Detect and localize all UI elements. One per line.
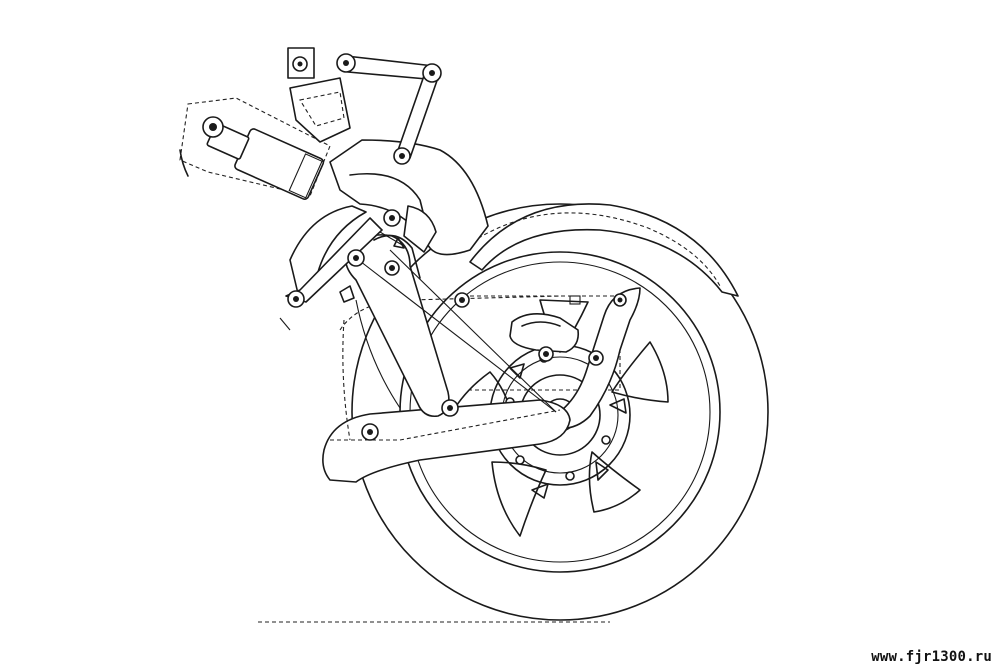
upper-mount bbox=[287, 47, 351, 143]
frame-bracket bbox=[289, 139, 489, 303]
steering-linkage bbox=[336, 53, 442, 165]
swing-arm bbox=[322, 295, 571, 483]
website-watermark: www.fjr1300.ru bbox=[871, 649, 992, 665]
front-fender bbox=[454, 203, 739, 297]
shock-absorber bbox=[179, 97, 331, 200]
detail-marks bbox=[279, 285, 581, 331]
pivot-pins bbox=[347, 209, 627, 441]
steering-axis bbox=[355, 231, 557, 413]
lower-link bbox=[285, 217, 383, 308]
